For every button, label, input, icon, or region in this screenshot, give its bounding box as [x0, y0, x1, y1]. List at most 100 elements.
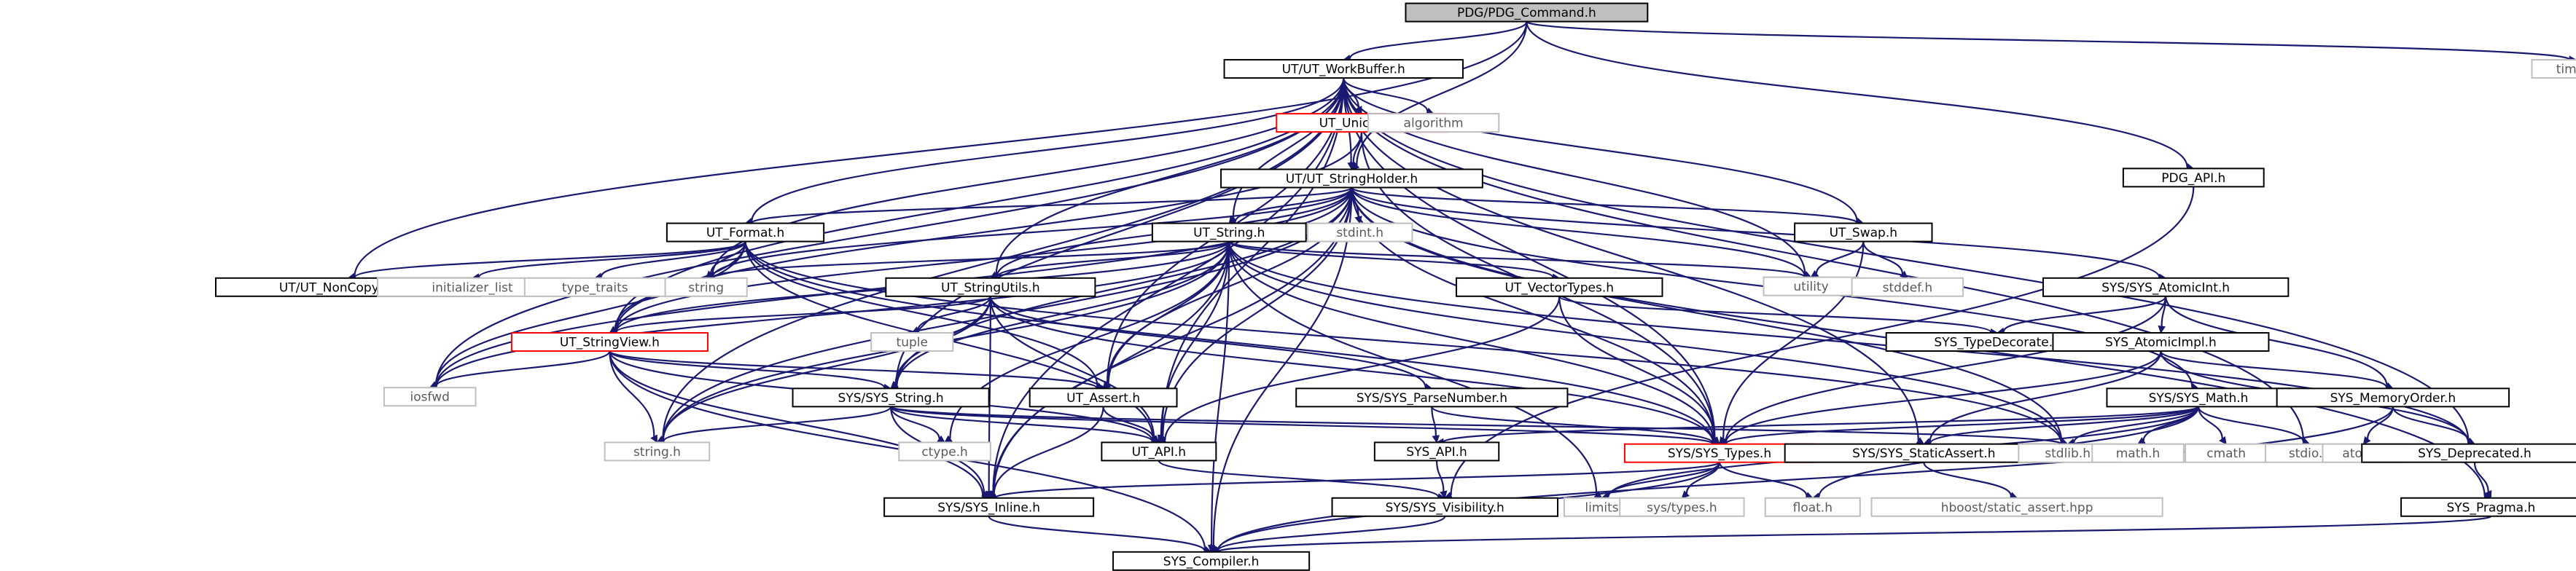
node-sys_parsenumber[interactable]: SYS/SYS_ParseNumber.h: [1295, 387, 1569, 408]
node-box: [666, 222, 825, 243]
node-box: [664, 277, 748, 297]
node-cmath: cmath: [2185, 443, 2268, 463]
node-sys_atomicimpl[interactable]: SYS_AtomicImpl.h: [2052, 331, 2270, 352]
node-sys_math[interactable]: SYS/SYS_Math.h: [2106, 387, 2291, 408]
node-ut_vectortypes[interactable]: UT_VectorTypes.h: [1455, 277, 1663, 297]
node-sys_compiler[interactable]: SYS_Compiler.h: [1112, 551, 1311, 571]
node-ut_workbuffer[interactable]: UT/UT_WorkBuffer.h: [1223, 59, 1464, 79]
node-label: stdlib.h: [2045, 446, 2091, 461]
edge-ut_string-to-sys_compiler: [1207, 241, 1230, 553]
node-label: UT/UT_WorkBuffer.h: [1282, 63, 1405, 77]
node-ut_stringutils[interactable]: UT_StringUtils.h: [885, 277, 1096, 297]
node-label: SYS/SYS_String.h: [838, 391, 944, 406]
edge-line: [993, 406, 1104, 495]
edge-line: [1102, 406, 1155, 439]
edge-line: [1217, 406, 2394, 551]
edge-sys_memoryorder-to-sys_compiler: [1210, 406, 2394, 555]
node-sys_pragma[interactable]: SYS_Pragma.h: [2400, 497, 2576, 517]
edge-line: [2002, 296, 2167, 332]
edge-line: [1351, 186, 1858, 224]
node-sys_deprecated[interactable]: SYS_Deprecated.h: [2361, 443, 2576, 463]
node-box: [510, 331, 709, 352]
edge-line: [1217, 516, 1446, 552]
node-box: [1870, 497, 2163, 517]
edge-arrowhead: [1900, 270, 1908, 279]
edge-line: [1923, 462, 2012, 496]
edge-arrowhead: [981, 490, 990, 499]
node-label: UT_Format.h: [706, 226, 784, 240]
node-ut_swap[interactable]: UT_Swap.h: [1794, 222, 1933, 243]
node-sys_staticassert[interactable]: SYS/SYS_StaticAssert.h: [1784, 443, 2064, 463]
edge-line: [1351, 187, 2161, 278]
edge-line: [896, 241, 1230, 386]
node-box: [1306, 222, 1413, 243]
node-box: [1151, 222, 1307, 243]
node-label: initializer_list: [432, 280, 513, 295]
node-box: [1619, 497, 1745, 517]
edge-arrowhead: [890, 380, 899, 390]
node-sys_atomicint[interactable]: SYS/SYS_AtomicInt.h: [2042, 277, 2290, 297]
edge-sys_pragma-to-sys_compiler: [1210, 515, 2492, 556]
node-ut_stringview[interactable]: UT_StringView.h: [510, 331, 709, 352]
edge-line: [1431, 406, 1714, 444]
edge-line: [1356, 21, 1528, 165]
node-box: [1405, 2, 1649, 23]
node-hboost_static_assert: hboost/static_assert.hpp: [1870, 497, 2163, 517]
node-label: math.h: [2116, 446, 2161, 461]
node-ut_assert[interactable]: UT_Assert.h: [1029, 387, 1178, 408]
node-sys_inline[interactable]: SYS/SYS_Inline.h: [883, 497, 1095, 517]
edge-line: [1725, 296, 2167, 442]
node-pdg_api[interactable]: PDG_API.h: [2122, 168, 2265, 188]
node-box: [898, 441, 991, 462]
edge-ut_workbuffer-to-ut_swap: [1343, 78, 1865, 226]
edge-line: [1349, 21, 1528, 59]
edge-line: [988, 516, 1206, 551]
node-label: SYS/SYS_ParseNumber.h: [1357, 391, 1507, 406]
node-label: SYS/SYS_Types.h: [1668, 446, 1771, 461]
node-sys_api[interactable]: SYS_API.h: [1373, 441, 1500, 462]
node-stddef_h: stddef.h: [1851, 277, 1964, 297]
node-box: [1455, 277, 1663, 297]
node-ut_stringholder[interactable]: UT/UT_StringHolder.h: [1220, 168, 1483, 189]
edge-line: [435, 350, 611, 387]
node-box: [2400, 497, 2576, 517]
node-ut_string[interactable]: UT_String.h: [1151, 222, 1307, 243]
node-box: [1794, 222, 1933, 243]
node-label: SYS_MemoryOrder.h: [2330, 391, 2456, 406]
edge-line: [1164, 296, 1561, 441]
node-box: [1764, 497, 1861, 517]
node-ctype_h: ctype.h: [898, 441, 991, 462]
edge-line: [1558, 295, 1992, 334]
edge-line: [1526, 21, 2188, 168]
edge-line: [744, 241, 2062, 444]
edge-line: [435, 241, 1230, 387]
edge-line: [1435, 460, 1445, 492]
edge-line: [1815, 241, 1865, 274]
node-sys_memoryorder[interactable]: SYS_MemoryOrder.h: [2276, 387, 2510, 408]
node-ut_format[interactable]: UT_Format.h: [666, 222, 825, 243]
edge-arrowhead: [2484, 489, 2492, 499]
node-sys_types[interactable]: SYS/SYS_Types.h: [1623, 443, 1816, 463]
edge-line: [744, 241, 1714, 443]
edge-ut_stringview-to-string_h: [609, 350, 657, 444]
node-pdg_command[interactable]: PDG/PDG_Command.h: [1405, 2, 1649, 23]
node-box: [1623, 443, 1816, 463]
edge-line: [615, 295, 991, 334]
node-label: ctype.h: [921, 445, 968, 460]
node-sys_string[interactable]: SYS/SYS_String.h: [792, 387, 990, 408]
node-sys_visibility[interactable]: SYS/SYS_Visibility.h: [1331, 497, 1558, 517]
edge-arrowhead: [2158, 325, 2166, 334]
edge-sys_api-to-sys_visibility: [1435, 460, 1448, 499]
edge-sys_math-to-sys_types: [1718, 406, 2200, 448]
node-label: type_traits: [562, 280, 628, 295]
node-label: SYS/SYS_Visibility.h: [1386, 500, 1504, 515]
edge-sys_atomicimpl-to-sys_memoryorder: [2160, 350, 2394, 392]
edge-line: [354, 240, 746, 278]
edge-line: [1351, 187, 1806, 277]
node-ut_api[interactable]: UT_API.h: [1101, 441, 1217, 462]
edge-line: [1607, 462, 1721, 497]
edge-line: [1228, 240, 1806, 278]
node-algorithm: algorithm: [1367, 113, 1500, 133]
node-label: time.h: [2556, 63, 2576, 77]
